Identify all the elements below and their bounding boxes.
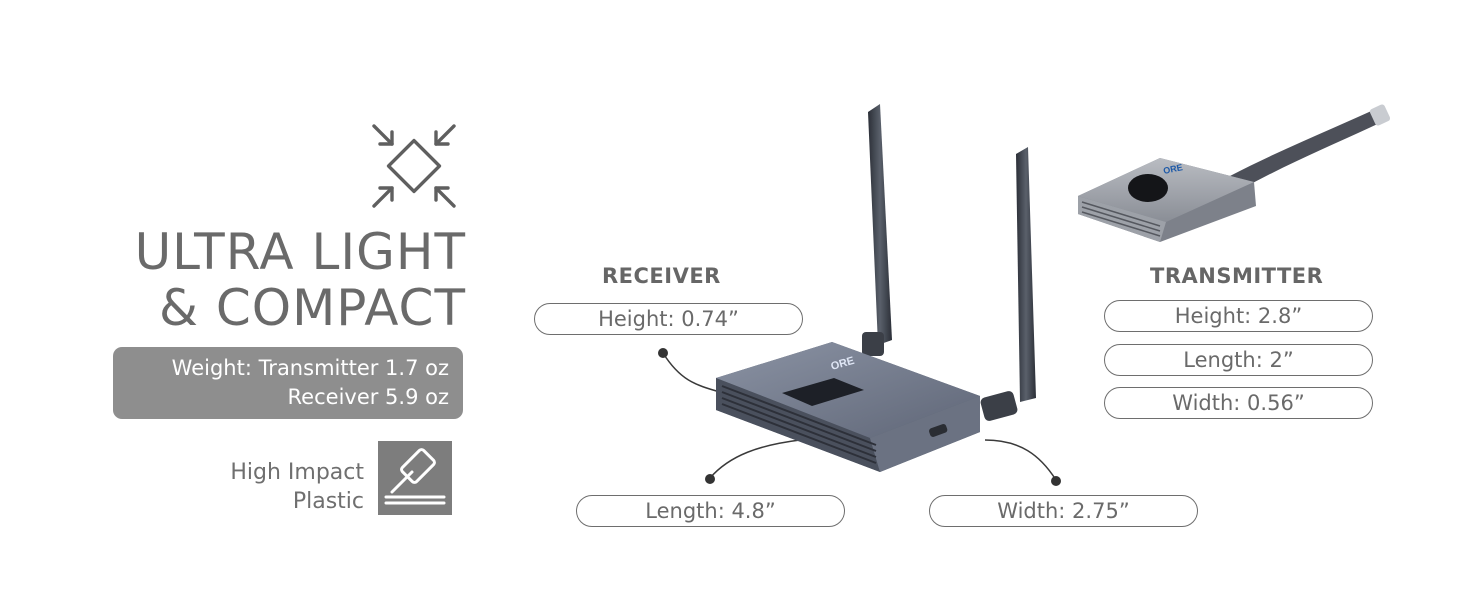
transmitter-height-pill: Height: 2.8”	[1104, 300, 1373, 332]
material-label-line-2: Plastic	[292, 489, 364, 514]
gavel-icon	[378, 441, 452, 515]
receiver-width-pill: Width: 2.75”	[929, 495, 1198, 527]
transmitter-length-pill: Length: 2”	[1104, 344, 1373, 376]
headline-line-1: ULTRA LIGHT	[134, 223, 466, 281]
weight-transmitter: Weight: Transmitter 1.7 oz	[171, 356, 449, 380]
dimension-leaders	[662, 352, 1057, 481]
headline-line-2: & COMPACT	[158, 279, 466, 337]
receiver-logo: ORE	[830, 355, 856, 373]
receiver-length-pill: Length: 4.8”	[576, 495, 845, 527]
receiver-title: RECEIVER	[602, 264, 721, 288]
receiver-height-pill: Height: 0.74”	[534, 303, 803, 335]
compress-arrows-icon	[372, 124, 456, 208]
transmitter-device: ORE	[1078, 104, 1391, 242]
weight-receiver: Receiver 5.9 oz	[287, 385, 449, 409]
weight-badge: Weight: Transmitter 1.7 oz Receiver 5.9 …	[113, 347, 463, 419]
receiver-device: ORE	[716, 342, 980, 472]
transmitter-width-pill: Width: 0.56”	[1104, 387, 1373, 419]
receiver-antennas	[862, 104, 1036, 421]
transmitter-title: TRANSMITTER	[1150, 264, 1324, 288]
material-label-line-1: High Impact	[230, 460, 364, 485]
transmitter-logo: ORE	[1162, 162, 1183, 176]
